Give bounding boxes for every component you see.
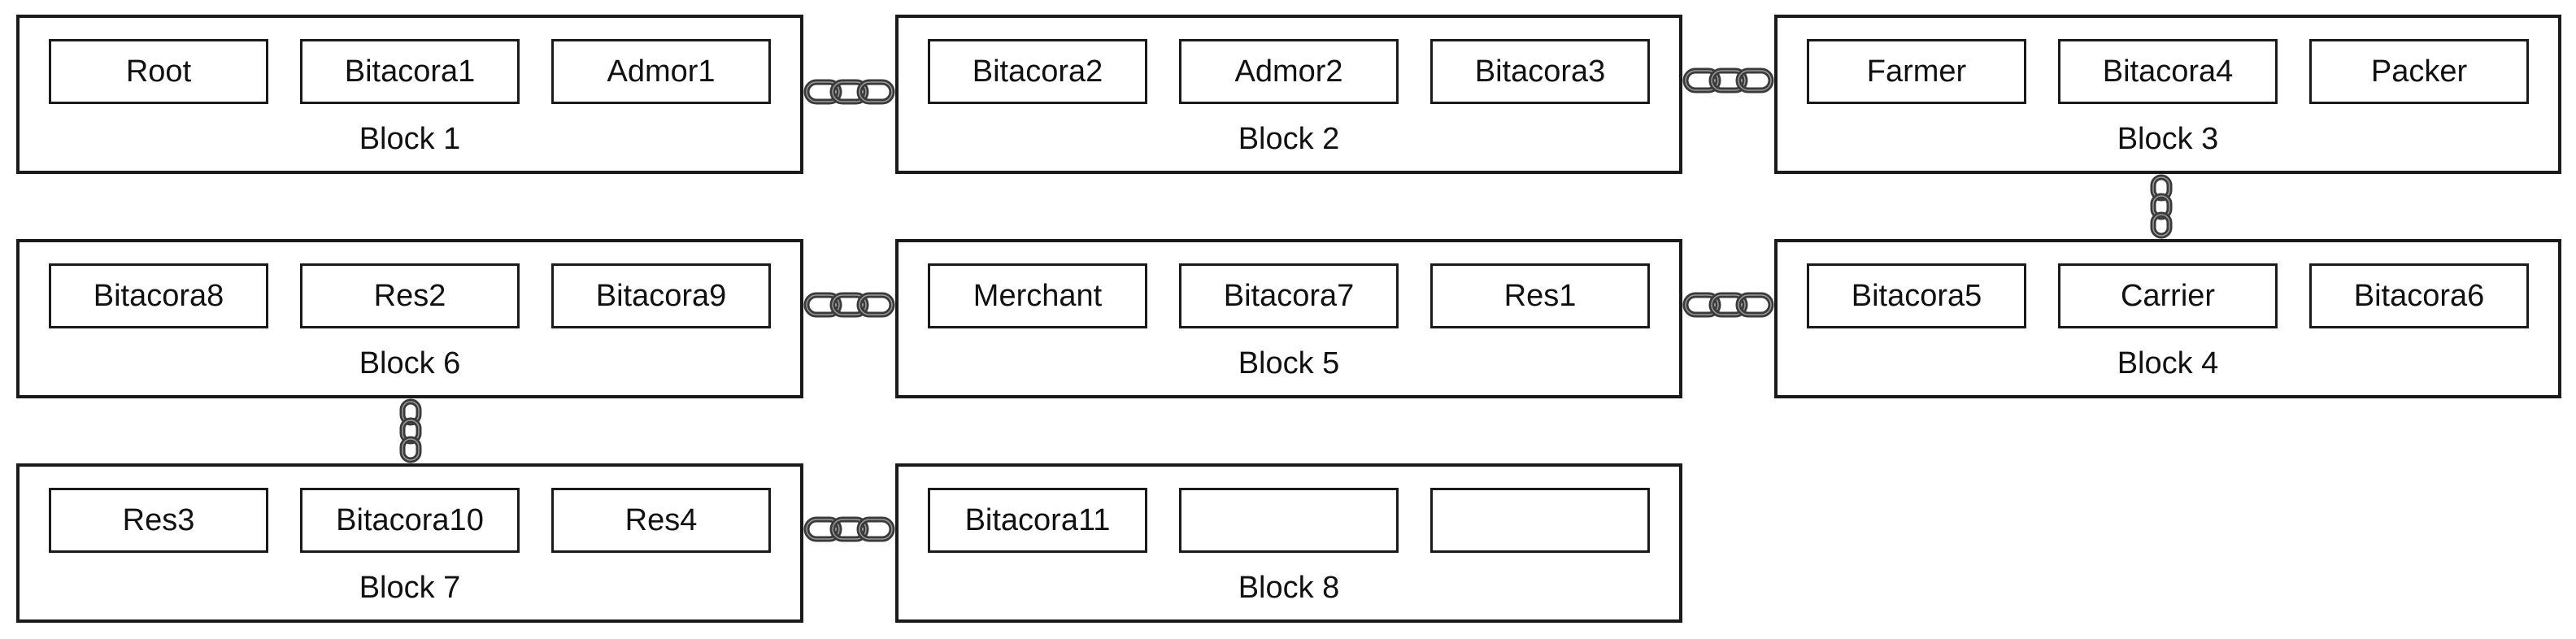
block-2-cell-3: Bitacora3 [1430, 39, 1650, 104]
block-8-label: Block 8 [1238, 571, 1340, 605]
block-7-cell-1: Res3 [49, 488, 268, 553]
block-8: Bitacora11 Block 8 [895, 463, 1682, 623]
block-2: Bitacora2 Admor2 Bitacora3 Block 2 [895, 15, 1682, 174]
chain-link-icon [1682, 67, 1774, 93]
chain-link-icon [803, 516, 895, 542]
block-4: Bitacora5 Carrier Bitacora6 Block 4 [1774, 239, 2561, 398]
block-4-cell-1: Bitacora5 [1807, 263, 2026, 328]
block-4-cell-3: Bitacora6 [2309, 263, 2529, 328]
block-8-cell-3 [1430, 488, 1650, 553]
block-6-cell-3: Bitacora9 [551, 263, 771, 328]
block-6-cell-2: Res2 [300, 263, 520, 328]
chain-link-icon [2150, 174, 2173, 239]
block-1-cell-2: Bitacora1 [300, 39, 520, 104]
block-3: Farmer Bitacora4 Packer Block 3 [1774, 15, 2561, 174]
chain-link-icon [399, 398, 422, 463]
block-8-cell-1: Bitacora11 [928, 488, 1147, 553]
block-6: Bitacora8 Res2 Bitacora9 Block 6 [16, 239, 803, 398]
block-8-cell-2 [1179, 488, 1399, 553]
block-5: Merchant Bitacora7 Res1 Block 5 [895, 239, 1682, 398]
block-3-cell-3: Packer [2309, 39, 2529, 104]
block-6-cell-1: Bitacora8 [49, 263, 268, 328]
block-2-cell-1: Bitacora2 [928, 39, 1147, 104]
chain-link-icon [803, 292, 895, 318]
block-1-cell-3: Admor1 [551, 39, 771, 104]
block-7-cell-3: Res4 [551, 488, 771, 553]
block-6-label: Block 6 [359, 346, 461, 380]
block-3-cell-2: Bitacora4 [2058, 39, 2278, 104]
block-5-label: Block 5 [1238, 346, 1340, 380]
block-7-label: Block 7 [359, 571, 461, 605]
block-3-cell-1: Farmer [1807, 39, 2026, 104]
block-4-cell-2: Carrier [2058, 263, 2278, 328]
block-2-label: Block 2 [1238, 122, 1340, 156]
block-1: Root Bitacora1 Admor1 Block 1 [16, 15, 803, 174]
block-2-cell-2: Admor2 [1179, 39, 1399, 104]
block-3-label: Block 3 [2117, 122, 2219, 156]
block-1-cell-1: Root [49, 39, 268, 104]
block-5-cell-1: Merchant [928, 263, 1147, 328]
block-7: Res3 Bitacora10 Res4 Block 7 [16, 463, 803, 623]
block-7-cell-2: Bitacora10 [300, 488, 520, 553]
block-5-cell-3: Res1 [1430, 263, 1650, 328]
block-4-label: Block 4 [2117, 346, 2219, 380]
chain-link-icon [1682, 292, 1774, 318]
block-1-label: Block 1 [359, 122, 461, 156]
chain-link-icon [803, 79, 895, 105]
block-5-cell-2: Bitacora7 [1179, 263, 1399, 328]
